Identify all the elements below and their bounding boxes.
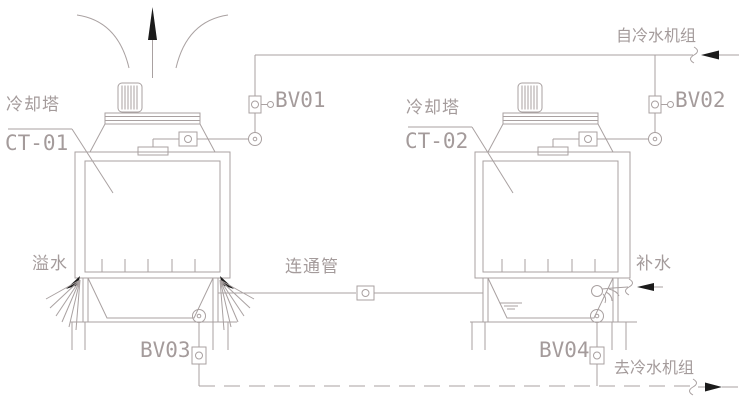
tower-body-1 (75, 152, 230, 278)
water-level-icon (500, 303, 522, 309)
tower2-name-label: 冷却塔 (406, 98, 460, 118)
air-curve-right (176, 15, 228, 68)
valve-bv03-symbol (192, 310, 206, 387)
support-legs-2 (470, 322, 637, 350)
valve-bv01-symbol (249, 55, 274, 146)
valve-bv04-symbol (590, 310, 604, 387)
flow-arrow-in-icon (701, 50, 719, 60)
tower-top-2 (488, 113, 613, 155)
valve-bv01-label: BV01 (275, 88, 326, 112)
return-pipe-to-chiller (199, 379, 738, 395)
supply-pipe-from-chiller (255, 47, 739, 63)
valve-bv02-label: BV02 (675, 88, 726, 112)
tower1-tag-label: CT-01 (5, 131, 69, 155)
fan-motor-2 (518, 83, 542, 112)
pipe-break-icon (691, 47, 698, 63)
connecting-pipe-label: 连通管 (285, 257, 339, 277)
pipe-break-icon (626, 279, 633, 295)
spray-valve-1 (153, 132, 249, 147)
tower2-tag-label: CT-02 (405, 129, 469, 153)
valve-bv03-label: BV03 (140, 338, 191, 362)
flow-arrow-out-icon (705, 382, 722, 392)
tower-basin-2 (483, 278, 618, 322)
spray-valve-2 (553, 132, 649, 147)
air-curve-left (77, 15, 129, 68)
fan-motor-1 (118, 83, 142, 112)
tower-top-1 (90, 113, 215, 155)
tower1-leader-line (8, 129, 113, 193)
to-chiller-label: 去冷水机组 (614, 358, 695, 377)
cooling-tower-1 (8, 83, 254, 386)
tower-body-2 (475, 152, 630, 278)
exhaust-air-arrow (77, 7, 228, 78)
up-arrow-icon (148, 7, 157, 40)
makeup-arrow-icon (637, 283, 654, 291)
float-valve-icon (592, 286, 629, 304)
tower-basin-1 (83, 278, 218, 322)
makeup-water-line (626, 279, 664, 295)
tower2-leader-line (408, 127, 513, 193)
overflow-label: 溢水 (32, 254, 68, 274)
pipe-break-icon (690, 379, 697, 395)
valve-bv04-label: BV04 (539, 338, 590, 362)
overflow-spray-right (220, 276, 254, 330)
valve-bv02-symbol (649, 55, 674, 146)
support-legs-1 (70, 322, 237, 350)
overflow-spray-left (46, 276, 80, 330)
connecting-pipe-line (218, 286, 483, 300)
makeup-water-label: 补水 (636, 254, 672, 274)
cooling-tower-2 (408, 83, 663, 386)
from-chiller-label: 自冷水机组 (616, 26, 697, 45)
tower1-name-label: 冷却塔 (6, 95, 60, 115)
